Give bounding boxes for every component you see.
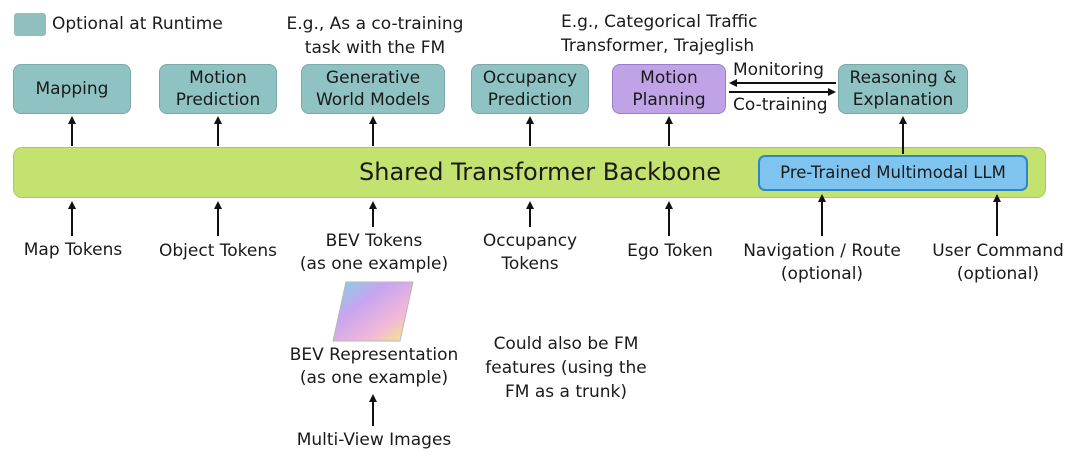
task-motion-prediction-line-2: Prediction xyxy=(175,90,261,110)
task-motion-prediction: Motion Prediction xyxy=(159,64,277,114)
note-categorical-line-1: E.g., Categorical Traffic xyxy=(561,12,758,32)
input-bev-tokens-line-1: BEV Tokens xyxy=(325,231,423,251)
bev-representation-line-1: BEV Representation xyxy=(289,345,459,365)
task-occupancy-line-2: Prediction xyxy=(487,90,573,110)
task-generative-line-1: Generative xyxy=(325,68,421,88)
input-occupancy-line-2: Tokens xyxy=(501,254,559,274)
task-occupancy-line-1: Occupancy xyxy=(482,68,578,88)
note-cotraining-line-1: E.g., As a co-training xyxy=(286,14,464,34)
input-object-tokens: Object Tokens xyxy=(146,240,290,263)
input-arrows xyxy=(68,194,1001,426)
task-motion-planning-line-1: Motion xyxy=(640,68,698,88)
backbone-label: Shared Transformer Backbone xyxy=(359,158,721,186)
input-ego-token: Ego Token xyxy=(610,240,730,263)
pretrained-multimodal-llm: Pre-Trained Multimodal LLM xyxy=(758,155,1028,191)
task-mapping: Mapping xyxy=(13,64,131,114)
note-categorical-line-2: Transformer, Trajeglish xyxy=(561,36,755,56)
task-reasoning-explanation: Reasoning & Explanation xyxy=(838,64,968,114)
input-navigation-line-1: Navigation / Route xyxy=(743,241,901,261)
task-generative-world-models: Generative World Models xyxy=(301,64,445,114)
note-fm-features-line-3: FM as a trunk) xyxy=(504,382,628,402)
input-bev-tokens: BEV Tokens (as one example) xyxy=(290,230,458,276)
link-arrows xyxy=(729,79,836,96)
input-occupancy-tokens: Occupancy Tokens xyxy=(470,230,590,276)
legend-label: Optional at Runtime xyxy=(52,14,223,34)
multi-view-images-label: Multi-View Images xyxy=(296,430,452,450)
task-motion-prediction-line-1: Motion xyxy=(189,68,247,88)
bev-representation-image xyxy=(332,281,414,342)
input-bev-tokens-line-2: (as one example) xyxy=(299,254,449,274)
input-object-tokens-label: Object Tokens xyxy=(159,241,277,261)
task-arrows xyxy=(68,116,907,154)
note-fm-features-line-1: Could also be FM xyxy=(493,334,639,354)
task-generative-line-2: World Models xyxy=(315,90,431,110)
input-ego-token-label: Ego Token xyxy=(627,241,713,261)
note-categorical: E.g., Categorical Traffic Transformer, T… xyxy=(561,10,757,58)
input-navigation-route: Navigation / Route (optional) xyxy=(730,240,914,286)
note-cotraining-line-2: task with the FM xyxy=(304,38,446,58)
bev-representation-line-2: (as one example) xyxy=(299,368,449,388)
input-map-tokens-label: Map Tokens xyxy=(23,240,123,260)
link-cotraining-label: Co-training xyxy=(733,95,828,115)
input-user-command-line-1: User Command xyxy=(932,241,1064,261)
input-user-command-line-2: (optional) xyxy=(956,264,1040,284)
task-motion-planning-line-2: Planning xyxy=(632,90,706,110)
task-motion-planning: Motion Planning xyxy=(612,64,726,114)
input-user-command: User Command (optional) xyxy=(918,240,1078,286)
task-occupancy-prediction: Occupancy Prediction xyxy=(471,64,589,114)
link-monitoring-label: Monitoring xyxy=(733,60,824,80)
note-fm-features: Could also be FM features (using the FM … xyxy=(466,332,666,404)
note-fm-features-line-2: features (using the xyxy=(485,358,647,378)
task-reasoning-line-1: Reasoning & xyxy=(849,68,957,88)
note-cotraining: E.g., As a co-training task with the FM xyxy=(270,12,480,60)
bev-representation-label: BEV Representation (as one example) xyxy=(274,344,474,390)
task-reasoning-line-2: Explanation xyxy=(852,90,954,110)
input-map-tokens: Map Tokens xyxy=(4,239,142,262)
input-occupancy-line-1: Occupancy xyxy=(482,231,578,251)
input-navigation-line-2: (optional) xyxy=(780,264,864,284)
legend-swatch xyxy=(14,13,46,36)
task-mapping-label: Mapping xyxy=(35,79,109,99)
